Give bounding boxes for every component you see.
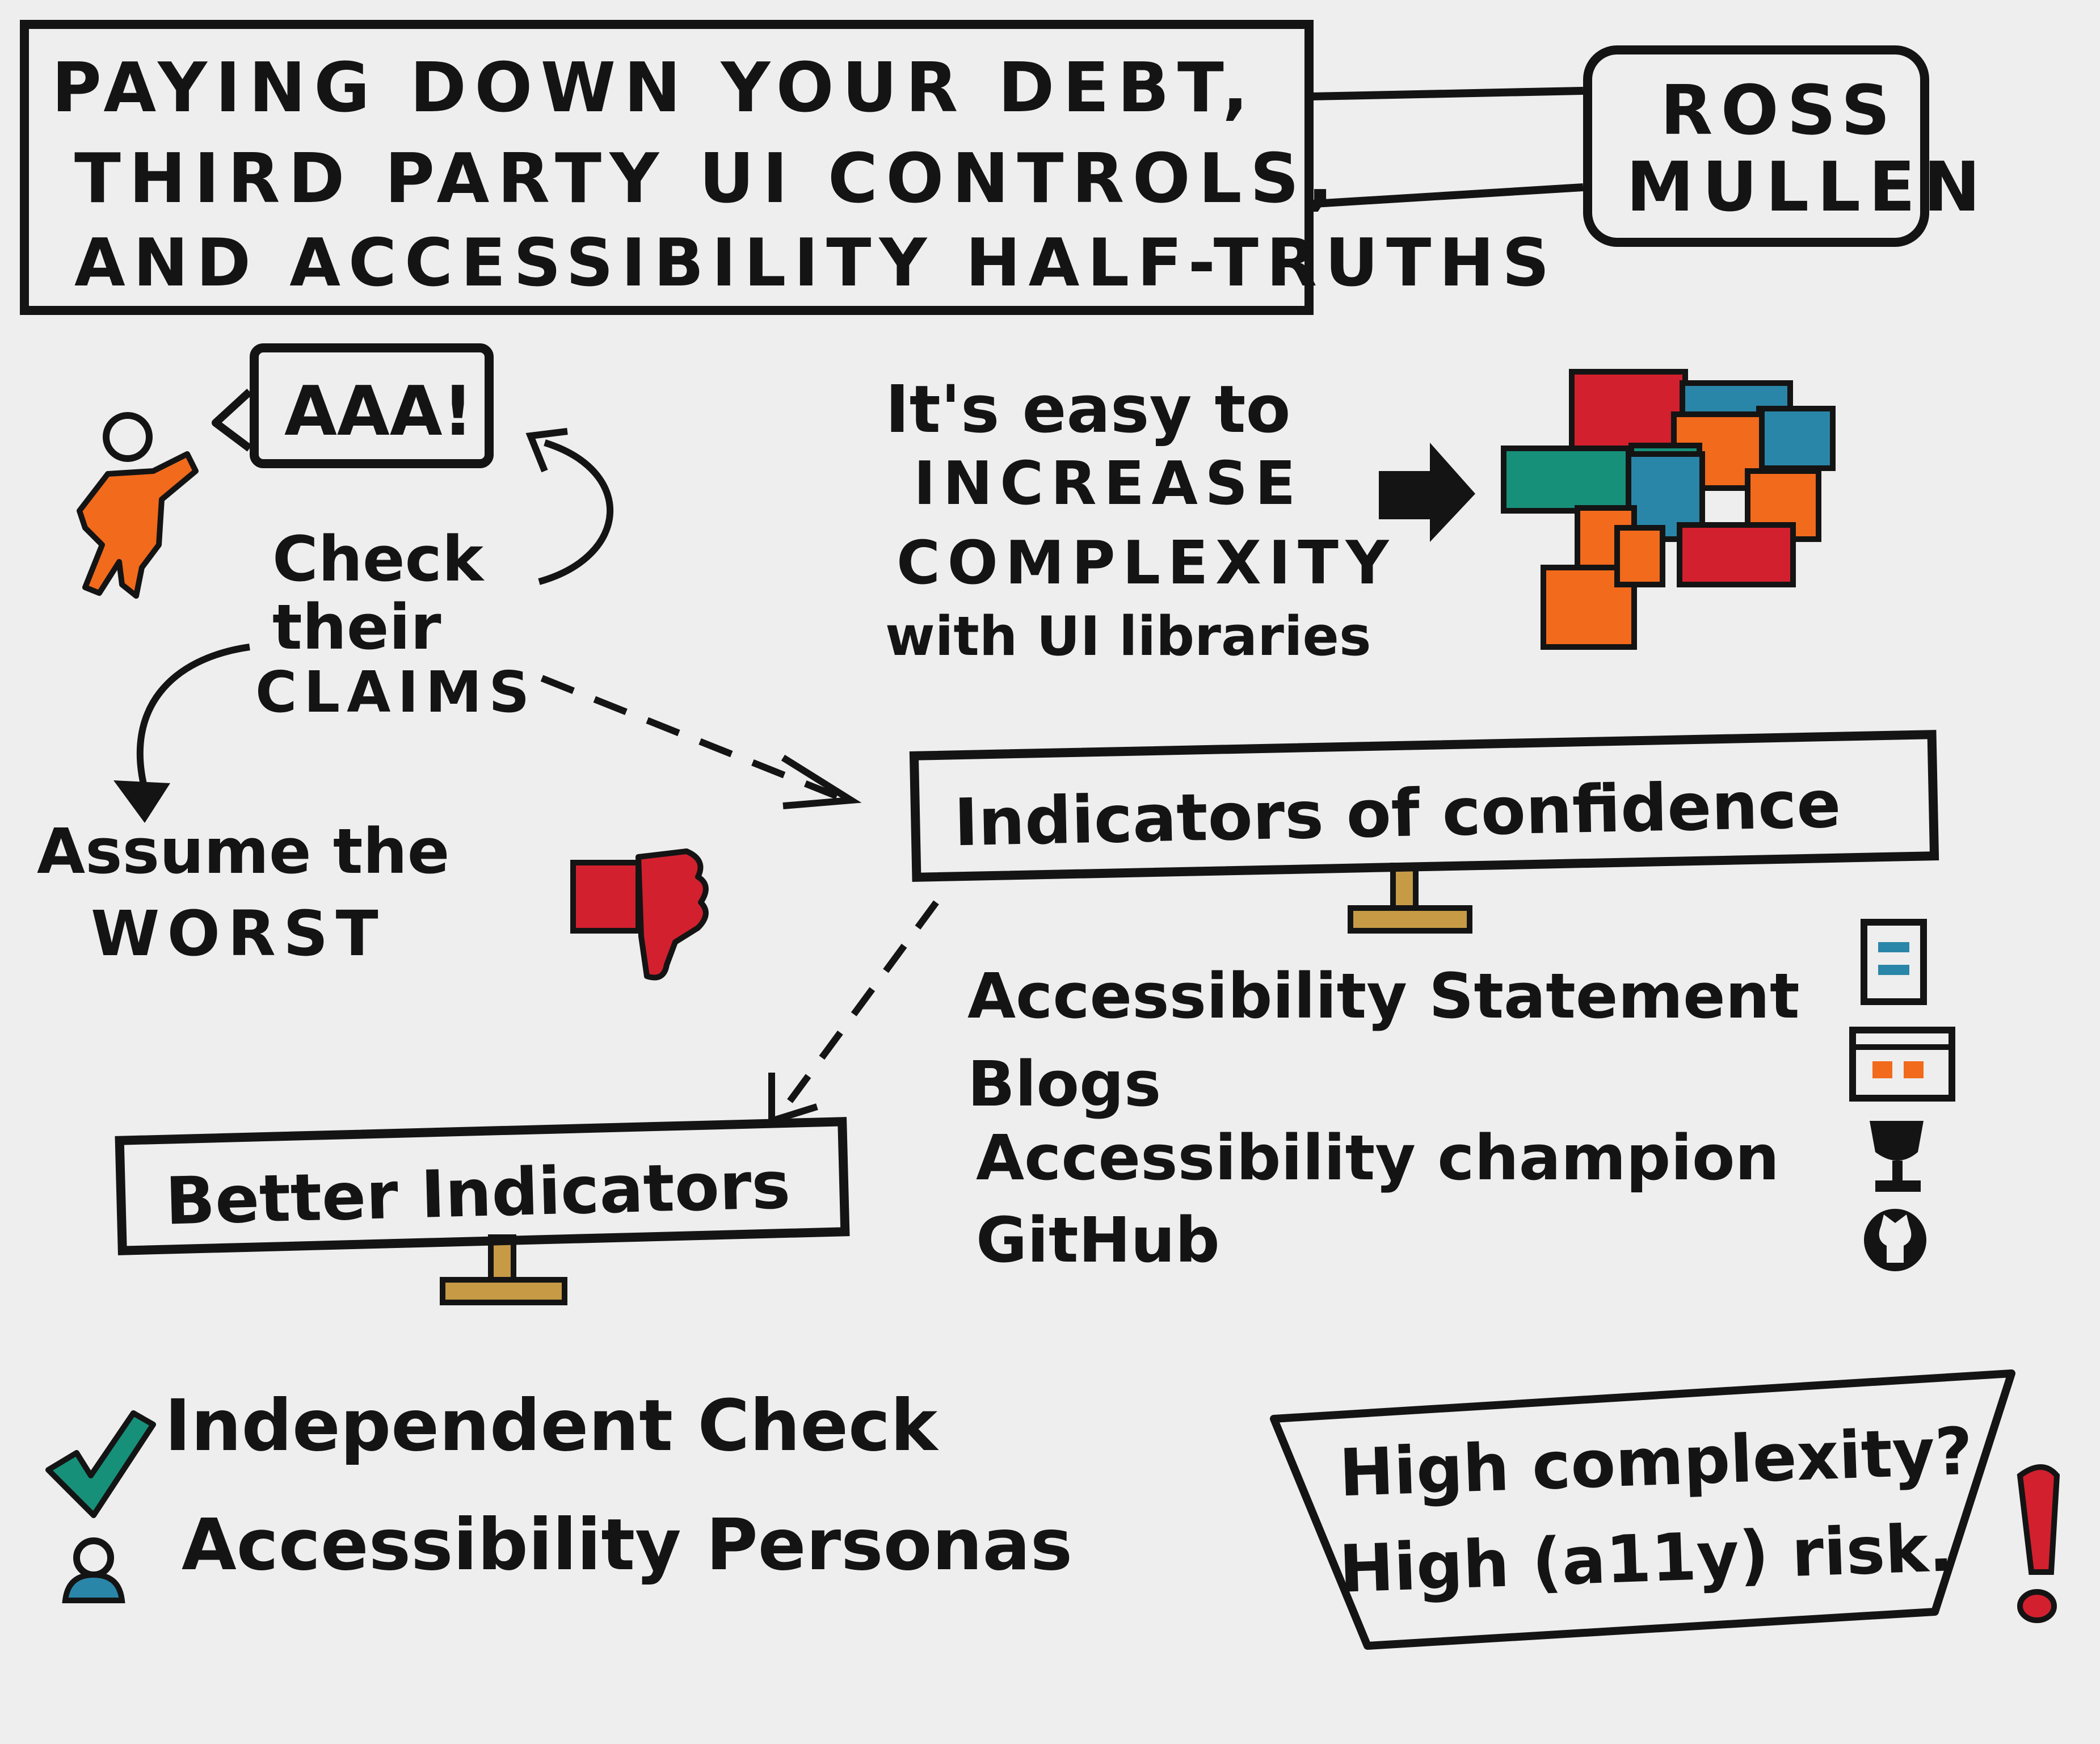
better-indicator-item: Accessibility Personas (182, 1504, 1073, 1586)
claim-speech-bubble: AAA! (250, 343, 494, 468)
check-claims-line-1: Check (272, 523, 484, 595)
better-indicators-sign: Better Indicators (115, 1117, 850, 1255)
indicators-of-confidence-label: Indicators of confidence (953, 766, 1842, 862)
confidence-sign-stand (1348, 863, 1472, 934)
complexity-line-1: It's easy to (885, 372, 1291, 448)
complexity-blocks-illustration (1501, 369, 1836, 650)
dashed-arrow-to-better (768, 900, 939, 1126)
assume-worst-line-2: WORST (91, 897, 386, 970)
document-icon (1861, 919, 1927, 1005)
title-connector-line (1304, 183, 1584, 208)
person-figure-icon (77, 412, 199, 599)
curved-arrow-up (525, 428, 614, 585)
person-icon (62, 1537, 125, 1603)
indicator-item: Blogs (967, 1048, 1161, 1120)
dashed-arrow-to-confidence (540, 675, 862, 809)
title-line-1: PAYING DOWN YOUR DEBT, (52, 49, 1257, 128)
complexity-line-2: INCREASE (914, 449, 1303, 518)
complexity-line-4: with UI libraries (885, 606, 1371, 668)
title-line-3: AND ACCESSIBILITY HALF-TRUTHS (74, 225, 1558, 301)
checkmark-icon (45, 1410, 156, 1518)
github-icon (1864, 1209, 1926, 1271)
thumbs-down-icon (570, 848, 709, 981)
speaker-box: ROSS MULLEN (1583, 45, 1980, 247)
browser-window-icon (1849, 1027, 1955, 1102)
exclamation-icon (2017, 1464, 2060, 1623)
better-indicator-item: Independent Check (165, 1385, 938, 1467)
indicator-item: Accessibility Statement (967, 960, 1800, 1032)
claim-bubble-text: AAA! (284, 372, 474, 451)
curved-arrow-down (113, 644, 250, 823)
indicator-item: GitHub (976, 1204, 1220, 1276)
risk-box-outline (1270, 1369, 2015, 1650)
right-arrow-icon (1379, 443, 1475, 542)
title-connector-line (1310, 87, 1584, 100)
title-box: PAYING DOWN YOUR DEBT, THIRD PARTY UI CO… (20, 20, 1550, 315)
speaker-name-last: MULLEN (1626, 148, 1989, 227)
trophy-icon (1870, 1121, 1924, 1192)
better-sign-stand (440, 1234, 567, 1305)
speech-bubble-tail (212, 388, 252, 452)
speaker-name-first: ROSS (1660, 72, 1899, 150)
title-line-2: THIRD PARTY UI CONTROLS, (74, 140, 1341, 218)
complexity-line-3: COMPLEXITY (897, 528, 1396, 598)
better-indicators-label: Better Indicators (164, 1147, 792, 1240)
indicators-of-confidence-sign: Indicators of confidence (909, 730, 1939, 882)
assume-worst-line-1: Assume the (37, 815, 450, 888)
check-claims-line-3: CLAIMS (255, 659, 537, 725)
indicator-item: Accessibility champion (976, 1121, 1779, 1194)
check-claims-line-2: their (272, 591, 441, 663)
